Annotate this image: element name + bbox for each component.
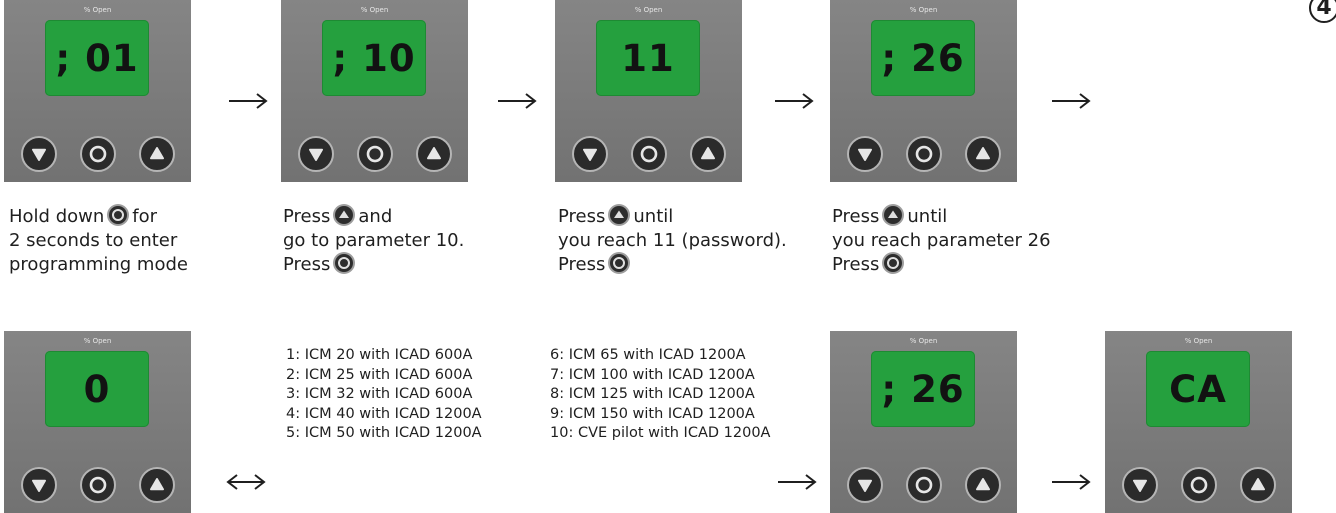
list-item: 8: ICM 125 with ICAD 1200A [550, 386, 755, 402]
up-arrow-button-icon[interactable] [965, 467, 1001, 503]
enter-circle-button-icon[interactable] [357, 136, 393, 172]
enter-circle-button-icon[interactable] [631, 136, 667, 172]
list-item: 1: ICM 20 with ICAD 600A [286, 347, 473, 363]
display-screen: ; 26 [871, 20, 975, 96]
list-item: 2: ICM 25 with ICAD 600A [286, 366, 473, 383]
list-item: 9: ICM 150 with ICAD 1200A [550, 405, 755, 422]
caption-text: you reach parameter 26 [832, 230, 1051, 251]
up-arrow-button-icon [332, 203, 356, 227]
percent-open-label: % Open [360, 6, 389, 14]
caption-text: for [132, 206, 158, 227]
down-arrow-button-icon[interactable] [21, 136, 57, 172]
display-screen: ; 01 [45, 20, 149, 96]
enter-circle-button-icon [106, 203, 130, 227]
right-arrow-icon [1052, 474, 1091, 490]
enter-circle-button-icon[interactable] [80, 467, 116, 503]
caption-text: until [907, 206, 948, 227]
controller-panel-6: % Open ; 26 [830, 331, 1017, 513]
up-arrow-button-icon[interactable] [139, 136, 175, 172]
step-number-badge: 4 [1309, 0, 1336, 23]
enter-circle-button-icon[interactable] [1181, 467, 1217, 503]
percent-open-label: % Open [909, 337, 938, 345]
right-arrow-icon [498, 93, 537, 109]
right-arrow-icon [1052, 93, 1091, 109]
controller-panel-5: % Open 0 [4, 331, 191, 513]
display-screen: ; 26 [871, 351, 975, 427]
enter-circle-button-icon [607, 251, 631, 275]
caption-step-1: Hold down for 2 seconds to enter programm… [9, 205, 188, 277]
up-arrow-button-icon[interactable] [1240, 467, 1276, 503]
caption-text: Press [283, 254, 331, 275]
up-arrow-button-icon [881, 203, 905, 227]
display-screen: ; 10 [322, 20, 426, 96]
caption-step-3: Press until you reach 11 (password). Pres… [558, 205, 787, 277]
down-arrow-button-icon[interactable] [847, 136, 883, 172]
caption-text: Press [283, 206, 331, 227]
percent-open-label: % Open [909, 6, 938, 14]
controller-panel-7: % Open CA [1105, 331, 1292, 513]
enter-circle-button-icon[interactable] [80, 136, 116, 172]
list-item: 7: ICM 100 with ICAD 1200A [550, 366, 755, 383]
percent-open-label: % Open [83, 6, 112, 14]
down-arrow-button-icon[interactable] [1122, 467, 1158, 503]
caption-text: Press [558, 206, 606, 227]
options-list-right: 6: ICM 65 with ICAD 1200A 7: ICM 100 wit… [550, 346, 770, 444]
list-item: 4: ICM 40 with ICAD 1200A [286, 405, 482, 422]
display-screen: 11 [596, 20, 700, 96]
caption-text: go to parameter 10. [283, 230, 465, 251]
caption-text: 2 seconds to enter [9, 230, 178, 251]
up-arrow-button-icon [607, 203, 631, 227]
options-list-left: 1: ICM 20 with ICAD 600A 2: ICM 25 with … [286, 346, 482, 444]
controller-panel-3: % Open 11 [555, 0, 742, 182]
controller-panel-2: % Open ; 10 [281, 0, 468, 182]
down-arrow-button-icon[interactable] [21, 467, 57, 503]
down-arrow-button-icon[interactable] [847, 467, 883, 503]
caption-text: Press [832, 206, 880, 227]
caption-text: programming mode [9, 254, 188, 275]
down-arrow-button-icon[interactable] [298, 136, 334, 172]
caption-text: Press [558, 254, 606, 275]
left-right-arrow-icon [226, 474, 266, 490]
caption-step-2: Press and go to parameter 10. Press [283, 205, 464, 277]
list-item: 6: ICM 65 with ICAD 1200A [550, 347, 746, 363]
caption-step-4: Press until you reach parameter 26 Press [832, 205, 1051, 277]
down-arrow-button-icon[interactable] [572, 136, 608, 172]
display-screen: CA [1146, 351, 1250, 427]
enter-circle-button-icon[interactable] [906, 467, 942, 503]
list-item: 3: ICM 32 with ICAD 600A [286, 386, 473, 402]
enter-circle-button-icon [332, 251, 356, 275]
display-screen: 0 [45, 351, 149, 427]
caption-text: until [633, 206, 674, 227]
enter-circle-button-icon [881, 251, 905, 275]
caption-text: Press [832, 254, 880, 275]
up-arrow-button-icon[interactable] [965, 136, 1001, 172]
percent-open-label: % Open [1184, 337, 1213, 345]
up-arrow-button-icon[interactable] [690, 136, 726, 172]
controller-panel-4: % Open ; 26 [830, 0, 1017, 182]
up-arrow-button-icon[interactable] [139, 467, 175, 503]
caption-text: Hold down [9, 206, 105, 227]
up-arrow-button-icon[interactable] [416, 136, 452, 172]
right-arrow-icon [229, 93, 268, 109]
right-arrow-icon [778, 474, 817, 490]
percent-open-label: % Open [634, 6, 663, 14]
list-item: 5: ICM 50 with ICAD 1200A [286, 425, 482, 441]
enter-circle-button-icon[interactable] [906, 136, 942, 172]
percent-open-label: % Open [83, 337, 112, 345]
caption-text: you reach 11 (password). [558, 230, 787, 251]
controller-panel-1: % Open ; 01 [4, 0, 191, 182]
caption-text: and [358, 206, 393, 227]
list-item: 10: CVE pilot with ICAD 1200A [550, 425, 771, 441]
right-arrow-icon [775, 93, 814, 109]
